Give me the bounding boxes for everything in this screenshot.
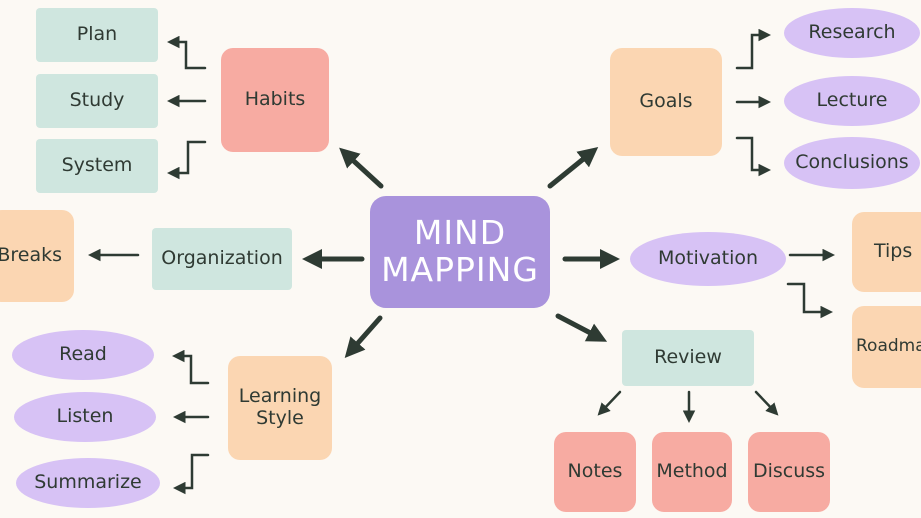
- arrow-review-notes: [597, 390, 622, 416]
- node-research[interactable]: Research: [784, 8, 920, 58]
- node-learning-style-line2: Style: [256, 407, 304, 429]
- node-organization[interactable]: Organization: [152, 228, 292, 290]
- arrow-center-habits: [339, 147, 384, 189]
- node-conclusions-label: Conclusions: [795, 151, 909, 174]
- node-study[interactable]: Study: [36, 74, 158, 128]
- node-lecture[interactable]: Lecture: [784, 76, 920, 126]
- arrow-habits-system: [167, 140, 207, 180]
- node-roadmap-label: Roadmap: [856, 336, 921, 357]
- node-summarize[interactable]: Summarize: [16, 458, 160, 508]
- node-learning-style-line1: Learning: [238, 385, 322, 408]
- node-breaks-label: Breaks: [0, 244, 62, 267]
- node-lecture-label: Lecture: [816, 89, 888, 112]
- node-tips[interactable]: Tips: [852, 212, 921, 292]
- node-listen[interactable]: Listen: [14, 392, 156, 442]
- node-method[interactable]: Method: [652, 432, 732, 512]
- node-roadmap[interactable]: Roadmap: [852, 306, 921, 388]
- node-research-label: Research: [808, 21, 896, 44]
- central-node-mind-mapping[interactable]: MIND MAPPING: [370, 196, 550, 308]
- node-conclusions[interactable]: Conclusions: [784, 137, 920, 189]
- node-goals-label: Goals: [639, 90, 693, 113]
- node-habits-label: Habits: [244, 88, 306, 111]
- node-method-label: Method: [656, 460, 728, 483]
- node-motivation[interactable]: Motivation: [630, 232, 786, 286]
- arrow-goals-research: [735, 28, 771, 70]
- node-notes[interactable]: Notes: [554, 432, 636, 512]
- arrow-motivation-roadmap: [786, 282, 833, 319]
- arrow-learning-summarize: [173, 453, 210, 495]
- node-review-label: Review: [654, 346, 722, 369]
- arrow-habits-plan: [167, 35, 207, 70]
- node-organization-label: Organization: [161, 247, 283, 270]
- arrow-goals-conclusions: [735, 136, 771, 177]
- node-goals[interactable]: Goals: [610, 48, 722, 156]
- node-learning-style[interactable]: Learning Style: [228, 356, 332, 460]
- node-review[interactable]: Review: [622, 330, 754, 386]
- central-node-line2: MAPPING: [381, 250, 539, 289]
- node-system[interactable]: System: [36, 139, 158, 193]
- node-summarize-label: Summarize: [34, 471, 142, 494]
- node-plan-label: Plan: [76, 23, 118, 46]
- node-discuss[interactable]: Discuss: [748, 432, 830, 512]
- node-system-label: System: [61, 154, 133, 177]
- node-discuss-label: Discuss: [752, 460, 826, 483]
- arrow-center-goals: [547, 146, 599, 189]
- node-read[interactable]: Read: [12, 330, 154, 380]
- arrow-review-discuss: [754, 390, 779, 416]
- arrow-center-review: [555, 313, 608, 342]
- node-notes-label: Notes: [567, 460, 623, 483]
- central-node-line1: MIND: [413, 213, 507, 253]
- arrow-learning-read: [172, 349, 210, 385]
- node-breaks[interactable]: Breaks: [0, 210, 74, 302]
- node-listen-label: Listen: [56, 405, 114, 428]
- node-study-label: Study: [69, 89, 125, 112]
- node-tips-label: Tips: [874, 240, 913, 263]
- node-plan[interactable]: Plan: [36, 8, 158, 62]
- arrow-center-learning-style: [344, 315, 383, 358]
- node-motivation-label: Motivation: [657, 247, 759, 270]
- node-read-label: Read: [59, 343, 107, 366]
- node-habits[interactable]: Habits: [221, 48, 329, 152]
